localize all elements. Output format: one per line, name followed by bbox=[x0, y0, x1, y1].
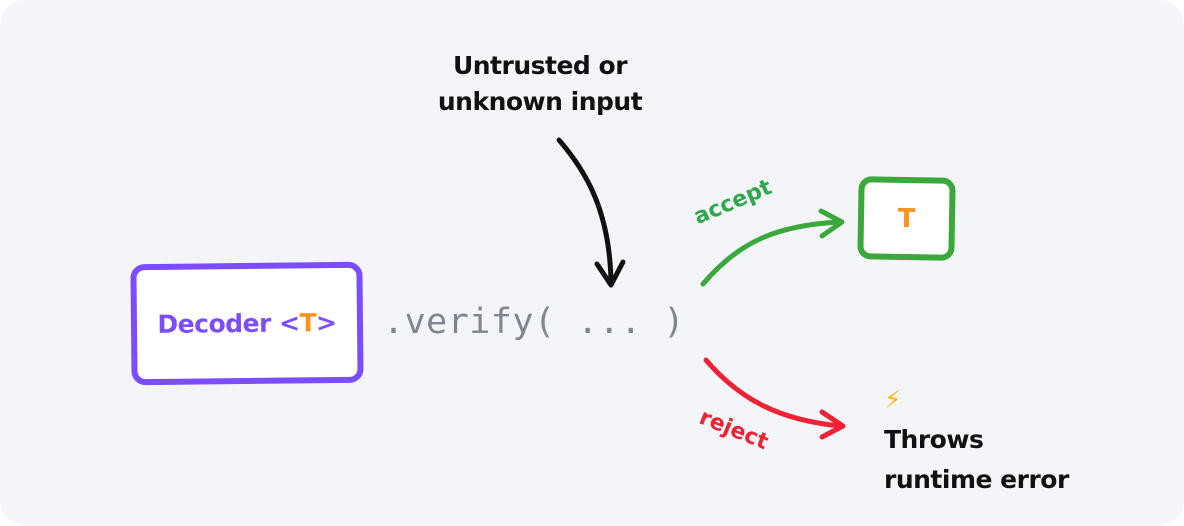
decoder-close-bracket: > bbox=[315, 308, 337, 338]
error-line1: ⚡ Throws bbox=[884, 380, 1069, 460]
lightning-bolt-icon: ⚡ bbox=[884, 385, 902, 414]
input-label: Untrusted or unknown input bbox=[430, 48, 650, 120]
decoder-type-param: T bbox=[299, 308, 317, 338]
result-type-label: T bbox=[897, 203, 916, 234]
input-arrow bbox=[556, 137, 614, 286]
reject-arrow bbox=[703, 357, 843, 429]
accept-arrow bbox=[700, 219, 843, 287]
input-label-line2: unknown input bbox=[437, 87, 643, 116]
input-arrowhead bbox=[594, 259, 626, 288]
accept-arrowhead bbox=[818, 208, 845, 239]
decoder-open-bracket: < bbox=[278, 308, 300, 338]
decoder-name: Decoder bbox=[157, 308, 271, 339]
result-type-box: T bbox=[857, 176, 956, 261]
verify-call: .verify( ... ) bbox=[383, 302, 686, 342]
error-label: ⚡ Throws runtime error bbox=[884, 380, 1069, 500]
reject-arrowhead bbox=[819, 409, 846, 440]
input-label-line1: Untrusted or bbox=[452, 51, 628, 80]
error-line1-text: Throws bbox=[884, 425, 984, 454]
error-line2: runtime error bbox=[884, 465, 1069, 494]
decoder-label: Decoder <T> bbox=[157, 308, 336, 339]
decoder-box: Decoder <T> bbox=[130, 261, 364, 386]
